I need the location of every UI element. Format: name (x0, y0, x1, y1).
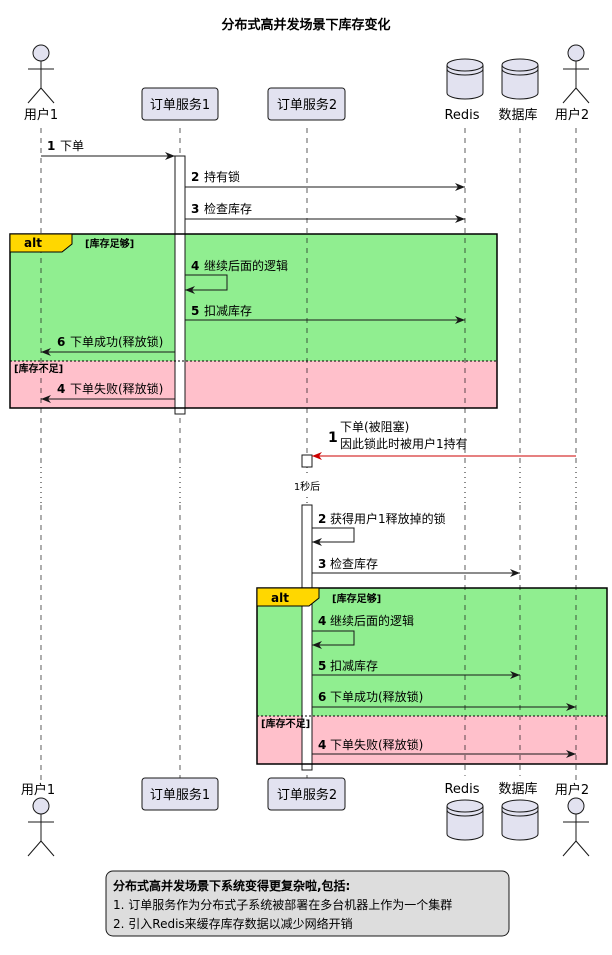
database-redis-bottom-icon (446, 799, 484, 841)
participant-order1-bottom-box (141, 777, 219, 811)
messages-flow-1 (41, 152, 465, 403)
alt-2-tag-label: alt (271, 591, 289, 605)
msg-7-num: 4 (57, 382, 65, 396)
actor-user1-bottom-icon (27, 797, 55, 857)
alt-1-tag (9, 233, 73, 253)
msg-3-num: 3 (191, 202, 199, 216)
participant-order1-top: 订单服务1 (150, 97, 210, 113)
activation-order1 (174, 155, 186, 415)
msg-7-text: 下单失败(释放锁) (70, 381, 163, 396)
participant-order2-top: 订单服务2 (277, 97, 337, 113)
alt-2-short-region (257, 716, 607, 764)
participant-user1-top: 用户1 (24, 107, 58, 123)
msg-n2-text: 获得用户1释放掉的锁 (330, 511, 446, 526)
alt-1-enough-region (10, 234, 497, 361)
msg-n4-num: 4 (318, 614, 326, 628)
participants-top: 用户1 订单服务1 订单服务2 Redis 数据库 用户2 (24, 44, 590, 123)
msg-4-arrow (185, 274, 228, 294)
msg-4-text: 继续后面的逻辑 (204, 258, 288, 273)
messages-flow-2 (312, 527, 576, 758)
alt-fragment-2 (257, 588, 607, 764)
msg-n1-num: 1 (328, 430, 338, 446)
alt-1-short-region (10, 361, 497, 408)
participant-user2-bottom: 用户2 (555, 782, 589, 798)
msg-n6-text: 下单成功(释放锁) (330, 689, 423, 704)
database-db-bottom-icon (501, 799, 539, 841)
svg-text:1: 1 (47, 139, 55, 153)
msg-n2-num: 2 (318, 512, 326, 526)
alt-2-frame (256, 587, 608, 765)
msg-n7-text: 下单失败(释放锁) (330, 737, 423, 752)
diagram-title: 分布式高并发场景下库存变化 (221, 17, 390, 33)
participant-order1-bottom: 订单服务1 (150, 787, 210, 803)
msg-5-num: 5 (191, 304, 199, 318)
alt-1-frame (9, 233, 498, 409)
actor-user1-top-icon (27, 44, 55, 104)
alt-2-guard-short: [库存不足] (261, 717, 310, 730)
participant-order1-top-box (141, 87, 219, 121)
msg-n5-num: 5 (318, 659, 326, 673)
participant-db-top: 数据库 (498, 107, 537, 123)
alt-1-guard-enough: [库存足够] (85, 237, 134, 250)
activation-order2-top (301, 454, 313, 468)
msg-n3-text: 检查库存 (330, 556, 378, 571)
alt-frames (9, 233, 608, 765)
participant-order2-top-box (267, 87, 346, 121)
alt-fragment-1 (10, 234, 497, 408)
footer-note-line-2: 2. 引入Redis来缓存库存数据以减少网络开销 (113, 916, 353, 931)
msg-3-text: 检查库存 (204, 201, 252, 216)
msg-2-text: 持有锁 (204, 169, 240, 184)
msg-n7-num: 4 (318, 738, 326, 752)
delay-label: 1秒后 (294, 480, 320, 493)
participant-user1-bottom: 用户1 (21, 782, 55, 798)
actor-user2-bottom-icon (562, 797, 590, 857)
alt-2-guard-enough: [库存足够] (332, 592, 381, 605)
msg-2-num: 2 (191, 170, 199, 184)
footer-note (105, 870, 510, 937)
msg-5-text: 扣减库存 (204, 303, 252, 318)
alt-1-tag-label: alt (24, 236, 42, 250)
msg-n3-num: 3 (318, 557, 326, 571)
footer-note-title: 分布式高并发场景下系统变得更复杂啦,包括: (113, 878, 350, 893)
alt-2-enough-region (257, 588, 607, 716)
participant-db-bottom: 数据库 (498, 781, 537, 797)
msg-1-text: 下单 (60, 139, 84, 153)
participants-bottom: 用户1 订单服务1 订单服务2 Redis 数据库 用户2 (21, 777, 590, 857)
msg-n1-line1: 下单(被阻塞) (340, 419, 409, 434)
alt-2-tag (256, 587, 320, 607)
participant-order2-bottom-box (267, 777, 346, 811)
msg-n2-arrow (312, 527, 355, 546)
msg-n5-text: 扣减库存 (330, 658, 378, 673)
participant-redis-bottom: Redis (444, 782, 479, 797)
participant-redis-top: Redis (444, 108, 479, 123)
msg-6-text: 下单成功(释放锁) (70, 334, 163, 349)
msg-n4-text: 继续后面的逻辑 (330, 613, 414, 628)
activation-order2 (301, 504, 313, 771)
msg-n1-line2: 因此锁此时被用户1持有 (340, 436, 468, 451)
participant-order2-bottom: 订单服务2 (277, 787, 337, 803)
msg-n6-num: 6 (318, 690, 326, 704)
msg-4-num: 4 (191, 259, 199, 273)
msg-6-num: 6 (57, 335, 65, 349)
msg-1-num: 1 (47, 139, 55, 153)
alt-1-guard-short: [库存不足] (14, 362, 63, 375)
actor-user2-top-icon (562, 44, 590, 104)
msg-n4-arrow (312, 630, 355, 649)
database-redis-top-icon (446, 58, 484, 100)
footer-note-line-1: 1. 订单服务作为分布式子系统被部署在多台机器上作为一个集群 (113, 897, 452, 912)
participant-user2-top: 用户2 (555, 107, 589, 123)
database-db-top-icon (501, 58, 539, 100)
